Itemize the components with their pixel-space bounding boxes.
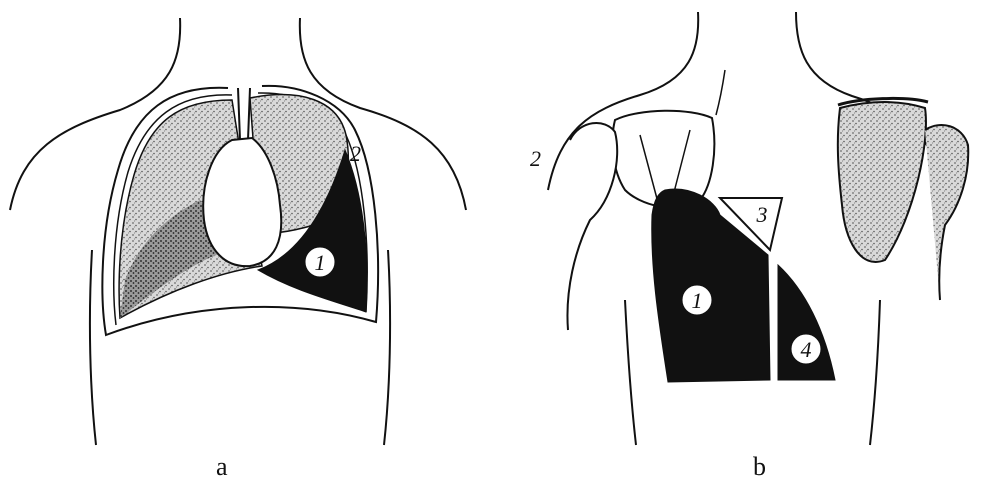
scapula-right-b [838, 102, 926, 262]
label-zone-4-b: 4 [801, 337, 812, 362]
caption-panel-a: a [216, 452, 228, 482]
label-zone-1-b: 1 [692, 288, 703, 313]
label-zone-3-b: 3 [756, 202, 768, 227]
humerus-right-b [925, 125, 968, 300]
caption-panel-b: b [753, 452, 766, 482]
trachea [238, 88, 250, 140]
humerus-left-b [567, 123, 617, 330]
label-pleura-a: 2 [350, 141, 361, 166]
label-fluid-a: 1 [315, 250, 326, 275]
label-pleura-b: 2 [530, 146, 541, 171]
